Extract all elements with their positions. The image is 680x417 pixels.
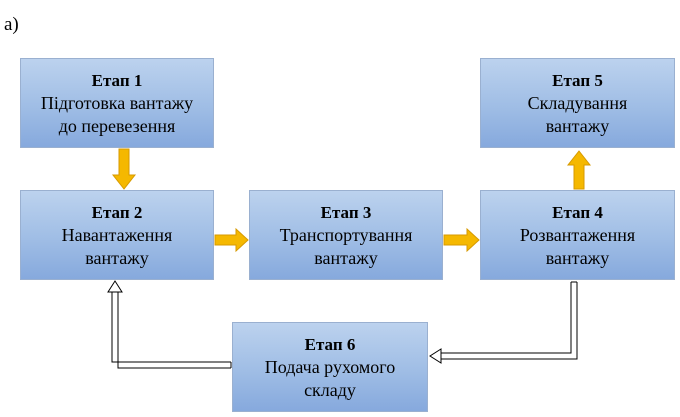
stage-1-line-1: Підготовка вантажу — [40, 92, 194, 113]
stage-4-line-2: вантажу — [545, 247, 610, 268]
stage-1-box: Етап 1 Підготовка вантажу до перевезення — [20, 58, 214, 148]
stage-4-line-1: Розвантаження — [519, 224, 636, 245]
arrow-stage3-to-stage4 — [443, 227, 480, 253]
stage-2-box: Етап 2 Навантаження вантажу — [20, 190, 214, 280]
stage-6-line-1: Подача рухомого — [264, 356, 396, 377]
stage-6-line-2: складу — [304, 379, 356, 400]
stage-2-line-2: вантажу — [85, 247, 149, 268]
arrow-stage4-to-stage5 — [566, 150, 592, 190]
arrow-stage4-to-stage6 — [429, 281, 578, 364]
stage-2-line-1: Навантаження — [61, 224, 173, 245]
stage-4-box: Етап 4 Розвантаження вантажу — [480, 190, 675, 280]
stage-5-line-2: вантажу — [545, 115, 610, 136]
stage-6-title: Етап 6 — [304, 334, 356, 354]
stage-5-title: Етап 5 — [552, 70, 603, 90]
stage-3-line-2: вантажу — [314, 247, 378, 268]
stage-2-title: Етап 2 — [91, 202, 143, 222]
stage-5-line-1: Складування — [527, 92, 628, 113]
arrow-stage6-to-stage2 — [107, 280, 232, 369]
stage-6-box: Етап 6 Подача рухомого складу — [232, 322, 428, 412]
stage-4-title: Етап 4 — [552, 202, 603, 222]
figure-label: a) — [4, 14, 19, 35]
arrow-stage1-to-stage2 — [111, 148, 137, 190]
stage-3-line-1: Транспортування — [279, 224, 413, 245]
stage-3-box: Етап 3 Транспортування вантажу — [249, 190, 443, 280]
stage-1-title: Етап 1 — [91, 70, 143, 90]
stage-1-line-2: до перевезення — [58, 115, 176, 136]
stage-3-title: Етап 3 — [320, 202, 372, 222]
arrow-stage2-to-stage3 — [214, 227, 249, 253]
stage-5-box: Етап 5 Складування вантажу — [480, 58, 675, 148]
